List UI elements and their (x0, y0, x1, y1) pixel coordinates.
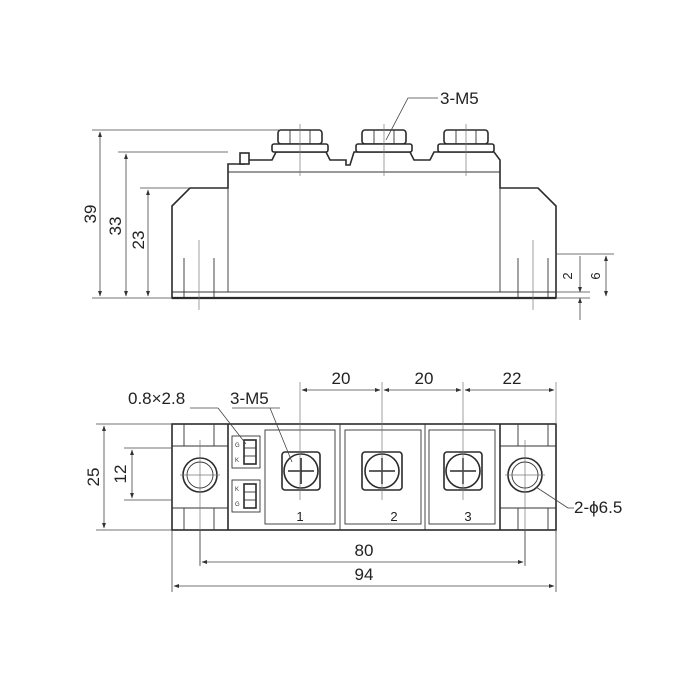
svg-text:2: 2 (560, 272, 575, 279)
terminal-label-2: 2 (390, 509, 397, 524)
dim-width-12: 12 (111, 447, 172, 501)
dim-width-25: 25 (84, 423, 172, 531)
tab-mark-g-lower: G (235, 502, 240, 508)
dim-span-80: 80 (199, 530, 526, 566)
side-body-outline (171, 151, 557, 299)
svg-text:94: 94 (355, 565, 374, 584)
top-end-block-right (499, 424, 556, 530)
svg-text:0.8×2.8: 0.8×2.8 (128, 389, 185, 408)
callout-screw-top: 3-M5 (230, 389, 293, 463)
terminal-label-1: 1 (296, 509, 303, 524)
tab-mark-k-lower: K (235, 487, 239, 493)
svg-text:39: 39 (81, 205, 100, 224)
dim-height-33: 33 (106, 151, 228, 297)
dim-length-94: 94 (171, 530, 557, 592)
svg-text:33: 33 (106, 217, 125, 236)
svg-text:3-M5: 3-M5 (230, 389, 269, 408)
tab-mark-k-upper: K (235, 458, 239, 464)
svg-text:80: 80 (355, 541, 374, 560)
dim-depth-2: 2 (556, 256, 590, 320)
dim-depth-6: 6 (556, 253, 614, 297)
gate-tab-lower: K G (231, 479, 261, 513)
svg-text:20: 20 (415, 369, 434, 388)
side-screw-callout: 3-M5 (440, 89, 479, 108)
svg-text:22: 22 (503, 369, 522, 388)
terminal-label-3: 3 (464, 509, 471, 524)
side-screw-centerlines (299, 124, 467, 176)
gate-tab-upper: G K (231, 435, 261, 469)
svg-text:12: 12 (111, 465, 130, 484)
terminal-zone-2 (344, 429, 422, 525)
dim-height-39: 39 (81, 129, 280, 299)
svg-text:25: 25 (84, 468, 103, 487)
tab-mark-g-upper: G (235, 443, 240, 449)
side-view: 3-M5 39 33 23 2 6 (81, 89, 614, 320)
terminal-zone-3 (428, 429, 496, 525)
screw-head-1 (281, 451, 321, 491)
dim-pitch-20-b: 20 (383, 369, 462, 392)
side-screw-leader (385, 97, 438, 141)
callout-holes: 2-ϕ6.5 (535, 486, 622, 517)
svg-text:23: 23 (129, 231, 148, 250)
dim-pitch-20-a: 20 (301, 369, 381, 392)
dim-height-23: 23 (129, 187, 190, 297)
callout-tab-size: 0.8×2.8 (128, 389, 247, 445)
top-view: 1 2 3 G K K G (84, 369, 622, 592)
side-mount-slot-left (183, 240, 215, 310)
top-body-outline (171, 423, 557, 531)
side-gate-tab (239, 152, 250, 165)
side-mount-slot-right (517, 240, 549, 310)
dim-pitch-22: 22 (464, 369, 555, 392)
svg-text:6: 6 (588, 272, 603, 279)
svg-text:20: 20 (332, 369, 351, 388)
svg-text:2-ϕ6.5: 2-ϕ6.5 (574, 498, 622, 517)
